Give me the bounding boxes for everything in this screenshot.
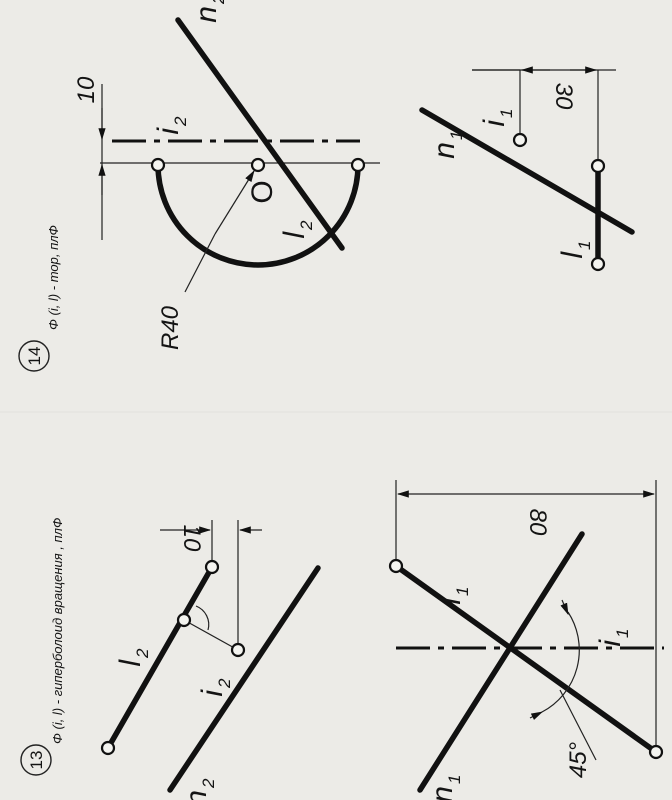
problem-14-number: 14 [25,347,44,366]
point-l2-mid [176,612,192,628]
svg-text:1: 1 [613,629,632,638]
label-l2: l 2 [278,220,316,239]
label-l2: l 2 [114,648,152,667]
line-n2 [175,17,345,251]
angle-arrow-top [560,599,569,616]
svg-text:l: l [556,251,589,259]
svg-text:1: 1 [445,775,464,784]
svg-text:2: 2 [209,0,228,5]
point-l1-top [590,158,606,174]
label-i2: i 2 [152,116,190,135]
point-l1-start [388,558,404,574]
problem-13-number: 13 [27,751,46,770]
point-l2-top [204,559,220,575]
angle-label: 45° [565,741,592,778]
svg-text:n: n [428,142,461,159]
label-i1: i 1 [594,629,632,647]
svg-text:i: i [594,639,627,647]
svg-text:1: 1 [575,241,594,250]
problem-14-caption: Φ (i, l) - тор, плФ [46,225,61,330]
point-right [350,157,366,173]
right-angle-arc [195,605,210,631]
angle-leader [559,689,597,761]
svg-text:2: 2 [297,220,316,231]
label-i1: i 1 [478,109,516,127]
point-left [150,157,166,173]
perpendicular [183,619,239,651]
svg-text:2: 2 [215,678,234,689]
svg-text:2: 2 [133,648,152,659]
svg-text:2: 2 [171,116,190,127]
line-l2 [105,564,215,751]
point-i1 [512,132,528,148]
svg-text:n: n [190,6,223,23]
dim-10-label: 10 [178,525,205,552]
label-l1: l 1 [434,587,472,605]
line-n2 [167,565,321,793]
point-l2-bottom [100,740,116,756]
svg-text:i: i [478,119,511,127]
svg-text:l: l [434,597,467,605]
problem-13-number-badge: 13 [20,744,52,776]
dim-10-label: 10 [73,76,100,103]
problem-14-number-badge: 14 [18,340,50,372]
svg-text:1: 1 [453,587,472,596]
svg-text:l: l [114,659,147,667]
label-n2: n 2 [190,0,228,23]
problem-13-caption: Φ (i, l) - гиперболоид вращения , плФ [50,518,65,744]
label-O: O [246,180,279,203]
point-l1-bottom [590,256,606,272]
dim-80-label: 80 [524,509,551,536]
svg-text:n: n [180,790,213,800]
point-i2 [230,642,246,658]
svg-text:1: 1 [447,131,466,140]
problem-14: 14 Φ (i, l) - тор, плФ 10 R40 O n 2 i 2 [18,0,635,372]
label-l1: l 1 [556,241,594,259]
label-n1: n 1 [426,775,464,800]
svg-text:l: l [278,231,311,239]
r40-label: R40 [157,305,184,350]
r40-arrow [214,169,255,235]
svg-text:2: 2 [199,778,218,789]
point-l1-end [648,744,664,760]
label-i2: i 2 [196,678,234,697]
r40-leader [184,233,216,293]
point-center-O [250,157,266,173]
label-n1: n 1 [428,131,466,159]
svg-text:1: 1 [497,109,516,118]
label-n2: n 2 [180,778,218,800]
line-l1 [393,563,659,755]
svg-text:n: n [426,786,459,800]
semicircle-l2 [155,162,361,268]
dim-30-label: 30 [550,83,577,110]
problem-13: 13 Φ (i, l) - гиперболоид вращения , плФ… [20,480,664,800]
angle-arc [541,611,580,713]
svg-text:i: i [196,689,229,697]
line-n1 [417,531,585,793]
angle-arrow-bottom [529,711,544,721]
svg-text:i: i [152,127,185,135]
